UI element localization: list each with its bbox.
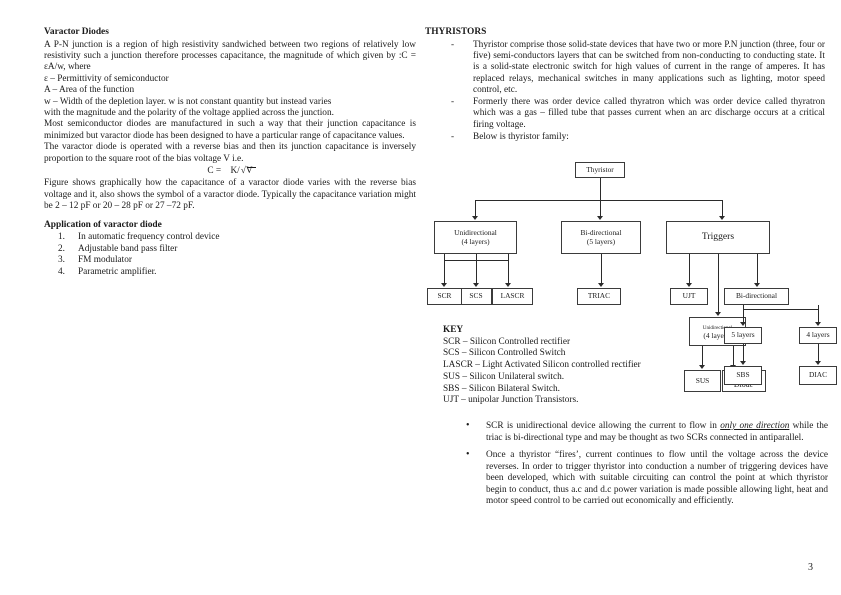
node-line-2: (5 layers) xyxy=(586,236,616,246)
varactor-paragraph-4: Figure shows graphically how the capacit… xyxy=(44,178,416,212)
list-item: 3. FM modulator xyxy=(58,255,416,267)
application-list: 1.In automatic frequency control device … xyxy=(44,232,416,278)
diagram-node-lascr: LASCR xyxy=(492,288,533,305)
bullet-icon: • xyxy=(466,449,470,460)
definition-epsilon: ε – Permittivity of semiconductor xyxy=(44,73,169,84)
list-text: Adjustable band pass filter xyxy=(78,243,178,254)
thyristor-family-diagram: Thyristor Unidirectional (4 layers) Bi-d… xyxy=(425,155,837,395)
key-entry-sus: SUS – Silicon Unilateral switch. xyxy=(443,371,565,382)
thyristors-heading: THYRISTORS xyxy=(425,27,487,37)
diagram-node-triggers: Triggers xyxy=(666,221,770,254)
thyristor-dash-item-3: - Below is thyristor family: xyxy=(451,131,825,143)
diagram-node-sbs: SBS xyxy=(724,366,762,385)
dash-bullet-icon: - xyxy=(451,97,455,108)
list-number: 2. xyxy=(58,243,65,254)
right-column: THYRISTORS - Thyristor comprise those so… xyxy=(425,27,825,144)
varactor-diodes-heading: Varactor Diodes xyxy=(44,27,109,37)
node-line-2: (4 layers) xyxy=(703,330,732,340)
diagram-node-sus: SUS xyxy=(684,370,721,392)
formula-rhs: K/ xyxy=(230,165,240,176)
bullet-emphasis: only one direction xyxy=(720,421,790,431)
definition-area: A – Area of the function xyxy=(44,85,135,96)
varactor-paragraph-2: Most semiconductor diodes are manufactur… xyxy=(44,119,416,141)
bullet-icon: • xyxy=(466,420,470,431)
application-heading: Application of varactor diode xyxy=(44,219,162,230)
summary-bullets: • SCR is unidirectional device allowing t… xyxy=(460,420,828,514)
capacitance-formula: C = K/√V xyxy=(44,166,416,177)
page-number: 3 xyxy=(808,562,813,573)
node-line-1: Unidirectional xyxy=(454,228,497,238)
list-text: FM modulator xyxy=(78,255,132,266)
formula-radicand: V xyxy=(245,165,253,176)
key-entry-lascr: LASCR – Light Activated Silicon controll… xyxy=(443,360,641,371)
diagram-node-ujt: UJT xyxy=(670,288,708,305)
square-root-icon: √ xyxy=(240,166,256,176)
diagram-node-scs: SCS xyxy=(460,288,492,305)
diagram-node-triac: TRIAC xyxy=(577,288,621,305)
dash-item-text: Thyristor comprise those solid-state dev… xyxy=(473,39,825,96)
key-entry-scs: SCS – Silicon Controlled Switch xyxy=(443,348,566,359)
summary-bullet-2: • Once a thyristor “fires’, current conti… xyxy=(466,449,828,508)
dash-bullet-icon: - xyxy=(451,39,455,50)
diagram-node-5-layers: 5 layers xyxy=(724,327,762,344)
list-number: 4. xyxy=(58,266,65,277)
dash-item-text: Formerly there was order device called t… xyxy=(473,97,825,130)
dash-bullet-icon: - xyxy=(451,131,455,142)
diagram-node-bidirectional-5-layers: Bi-directional (5 layers) xyxy=(561,221,641,254)
key-entry-ujt: UJT – unipolar Junction Transistors. xyxy=(443,395,579,406)
dash-item-text: Below is thyristor family: xyxy=(473,131,569,142)
definition-width-continued: with the magnitude and the polarity of t… xyxy=(44,107,334,118)
node-line-2: (4 layers) xyxy=(461,236,490,246)
key-entry-sbs: SBS – Silicon Bilateral Switch. xyxy=(443,383,560,394)
list-text: In automatic frequency control device xyxy=(78,232,220,243)
node-line-1: Bi-directional xyxy=(580,228,622,238)
varactor-paragraph-3: The varactor diode is operated with a re… xyxy=(44,142,416,164)
varactor-paragraph-1: A P-N junction is a region of high resis… xyxy=(44,39,416,73)
diagram-node-unidirectional-4-layers: Unidirectional (4 layers) xyxy=(434,221,517,254)
list-number: 3. xyxy=(58,255,65,266)
thyristor-dash-item-2: - Formerly there was order device called… xyxy=(451,97,825,131)
diagram-node-thyristor: Thyristor xyxy=(575,162,625,178)
bullet-text: Once a thyristor “fires’, current contin… xyxy=(486,450,828,506)
bullet-text-part-2: while the triac is bi-directional type a… xyxy=(486,421,828,443)
list-item: 1. In automatic frequency control device xyxy=(58,232,416,244)
left-column: Varactor Diodes A P-N junction is a regi… xyxy=(44,27,416,278)
key-entry-scr: SCR – Silicon Controlled rectifier xyxy=(443,336,571,347)
list-item: 4. Parametric amplifier. xyxy=(58,266,416,279)
list-item: 2. Adjustable band pass filter xyxy=(58,243,416,256)
definition-width: w – Width of the depletion layer. w is n… xyxy=(44,96,332,107)
key-legend: KEY SCR – Silicon Controlled rectifier S… xyxy=(443,325,641,407)
diagram-node-bidirectional: Bi-directional xyxy=(724,288,789,305)
diagram-node-scr: SCR xyxy=(427,288,462,305)
bullet-text-part-1: SCR is unidirectional device allowing th… xyxy=(486,421,721,431)
diagram-node-diac: DIAC xyxy=(799,366,837,385)
summary-bullet-1: • SCR is unidirectional device allowing t… xyxy=(466,420,828,444)
thyristor-dash-item-1: - Thyristor comprise those solid-state d… xyxy=(451,39,825,97)
list-text: Parametric amplifier. xyxy=(78,266,157,277)
formula-lhs: C = xyxy=(207,165,222,176)
node-line-1: Unidirectional xyxy=(702,325,733,331)
list-number: 1. xyxy=(58,232,65,243)
diagram-node-4-layers: 4 layers xyxy=(799,327,837,344)
key-title: KEY xyxy=(443,325,464,335)
